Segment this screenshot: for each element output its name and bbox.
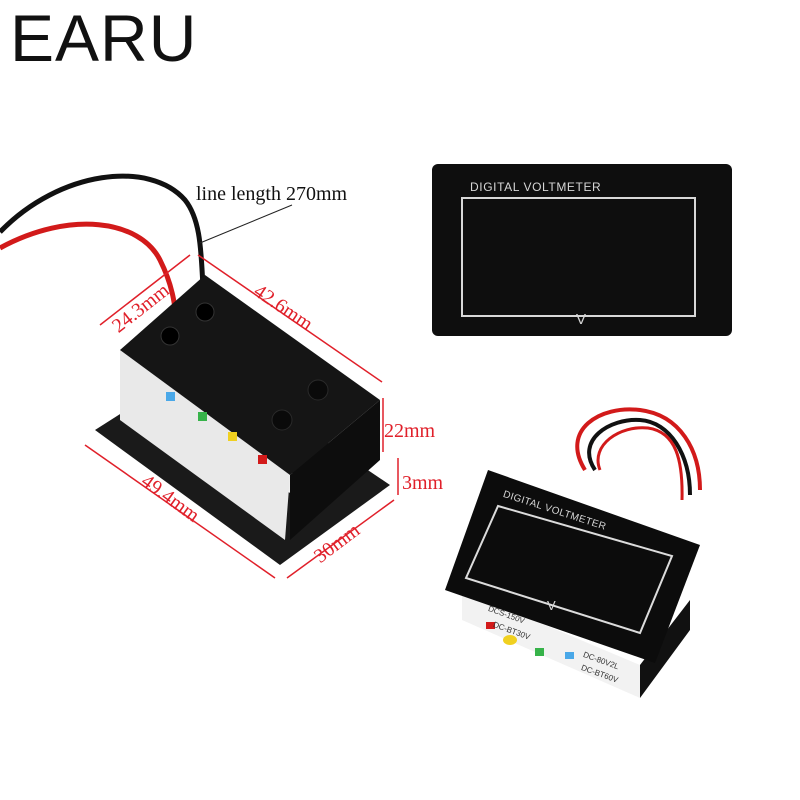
black-wire [0, 173, 208, 311]
color-square-blue [166, 392, 175, 401]
front-voltmeter-body [432, 164, 732, 336]
color-square-red [258, 455, 267, 464]
red-wire [0, 221, 181, 333]
angled-label-face [462, 590, 640, 698]
module-top-face [120, 275, 380, 475]
mount-post [271, 409, 293, 431]
front-panel-unit: V [576, 311, 587, 328]
callout-leader-line [199, 204, 293, 244]
color-square-yellow [228, 432, 237, 441]
front-panel-title: DIGITAL VOLTMETER [470, 180, 602, 194]
angled-voltmeter-body [445, 470, 700, 663]
terminal-black [195, 302, 215, 322]
dimension-flange: 3mm [402, 472, 444, 494]
dimension-height: 22mm [384, 420, 436, 442]
module-side-face [290, 400, 380, 540]
color-square-green [198, 412, 207, 421]
brand-logo: EARU [10, 1, 198, 75]
angled-panel-unit: V [547, 598, 556, 613]
front-display-frame [461, 197, 696, 317]
angled-display-frame [464, 504, 674, 635]
line-length-callout: line length 270mm [196, 183, 348, 205]
terminal-red [160, 326, 180, 346]
red-wire-angled [575, 407, 702, 491]
mount-post [307, 379, 329, 401]
black-wire-angled [587, 417, 692, 496]
dimension-lines [84, 254, 399, 579]
